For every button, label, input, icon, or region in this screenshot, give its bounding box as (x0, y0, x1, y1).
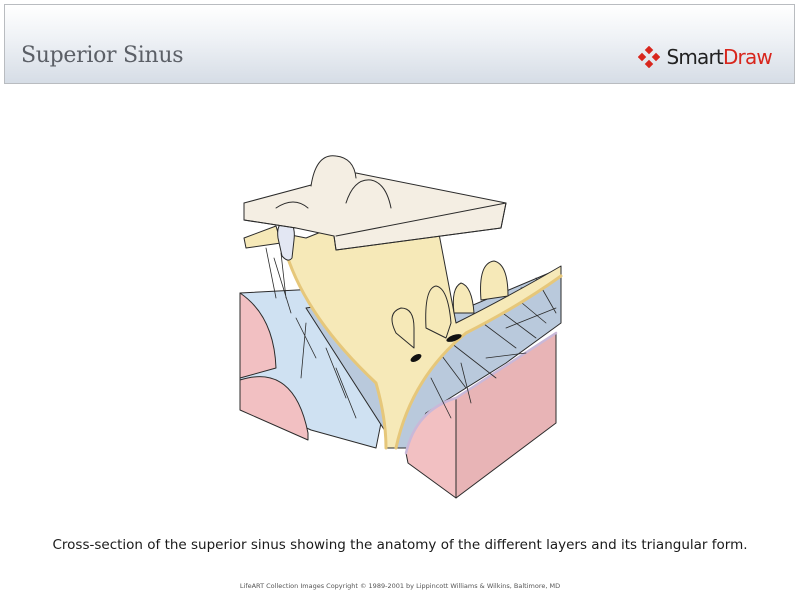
slide-header: Superior Sinus SmartDraw (4, 4, 795, 84)
dura-ledge (243, 225, 282, 249)
superior-sinus-illustration (239, 155, 563, 499)
logo-text-draw: Draw (722, 45, 773, 69)
left-cortex-lower (239, 376, 309, 441)
arachnoid-granulation (391, 307, 415, 349)
left-cortex-upper (239, 292, 277, 379)
bone-bump (310, 155, 357, 187)
arachnoid-granulation (480, 260, 509, 301)
arachnoid-granulation (452, 282, 475, 314)
bone-bump (345, 179, 392, 209)
arachnoid-granulation (425, 285, 452, 339)
logo-text: SmartDraw (666, 45, 772, 69)
figure-caption: Cross-section of the superior sinus show… (52, 537, 748, 553)
page-title: Superior Sinus (21, 43, 184, 68)
copyright-notice: LifeART Collection Images Copyright © 19… (239, 582, 561, 590)
logo-text-smart: Smart (666, 45, 723, 69)
smartdraw-diamond-icon (638, 46, 661, 68)
smartdraw-logo: SmartDraw (638, 45, 773, 69)
